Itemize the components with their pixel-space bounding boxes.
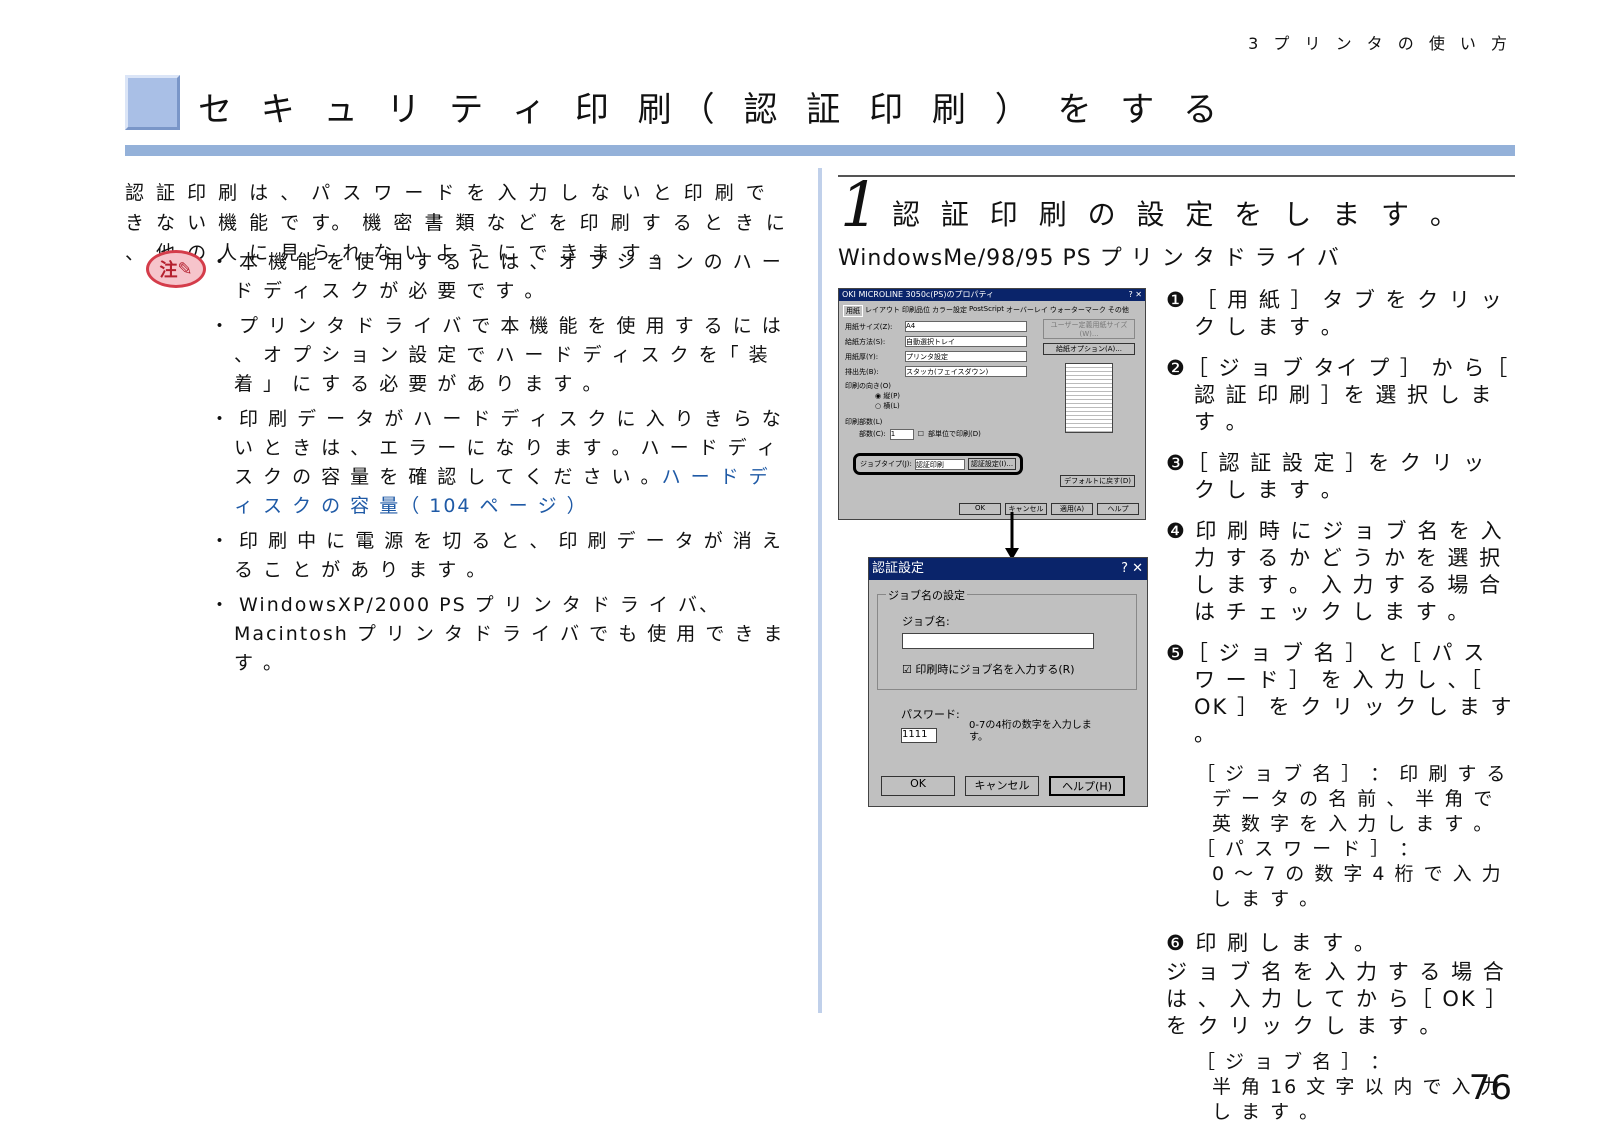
ok-button[interactable]: OK bbox=[959, 503, 1001, 515]
user-size-button[interactable]: ユーザー定義用紙サイズ(W)... bbox=[1043, 319, 1135, 339]
paper-size-select[interactable]: A4 bbox=[905, 321, 1027, 332]
jobtype-select[interactable]: 認証印刷 bbox=[914, 458, 965, 470]
paper-weight-select[interactable]: プリンタ設定 bbox=[905, 351, 1027, 362]
jobname-group: ジョブ名の設定 ジョブ名: ☑ 印刷時にジョブ名を入力する(R) bbox=[877, 587, 1137, 690]
help-button[interactable]: ヘルプ bbox=[1097, 503, 1139, 515]
landscape-radio[interactable]: ○ bbox=[875, 402, 884, 410]
note-item: ・ 本 機 能 を 使 用 す る に は 、 オ プ シ ョ ン の ハ ー … bbox=[210, 251, 783, 302]
note-item: ・ 印 刷 デ ー タ が ハ ー ド デ ィ ス ク に 入 り き ら な … bbox=[210, 408, 783, 517]
step6-body: ジ ョ ブ 名 を 入 力 す る 場 合 は 、 入 力 し て か ら［ O… bbox=[1166, 960, 1509, 1038]
page-title: セ キ ュ リ テ ィ 印 刷（ 認 証 印 刷 ） を す る bbox=[198, 90, 1227, 130]
portrait-radio[interactable]: ◉ bbox=[875, 392, 884, 400]
tab-paper[interactable]: 用紙 bbox=[843, 305, 863, 317]
driver-subhead: WindowsMe/98/95 PS プ リ ン タ ド ラ イ バ bbox=[838, 246, 1340, 271]
note-item: ・ WindowsXP/2000 PS プ リ ン タ ド ラ イ バ、Maci… bbox=[210, 594, 785, 674]
arrow-icon bbox=[1005, 512, 1019, 560]
password-input[interactable]: 1111 bbox=[901, 728, 937, 743]
title-underline bbox=[125, 145, 1515, 156]
auth-ok-button[interactable]: OK bbox=[881, 776, 955, 796]
instruction-step: ❷［ ジ ョ ブ タイ プ ］ か ら［ 認 証 印 刷 ］を 選 択 し ま … bbox=[1166, 356, 1510, 434]
auth-dialog-titlebar: 認証設定? ✕ bbox=[869, 558, 1147, 580]
page-preview bbox=[1065, 363, 1113, 433]
instruction-step: ❶ ［ 用 紙 ］ タ ブ を ク リ ッ ク し ま す 。 bbox=[1166, 288, 1504, 339]
notes-list: ・ 本 機 能 を 使 用 す る に は 、 オ プ シ ョ ン の ハ ー … bbox=[210, 248, 790, 684]
feed-option-button[interactable]: 給紙オプション(A)... bbox=[1043, 343, 1135, 355]
tab-watermark[interactable]: ウォーターマーク bbox=[1049, 306, 1106, 314]
auth-help-button[interactable]: ヘルプ(H) bbox=[1049, 776, 1125, 796]
jobname-input[interactable] bbox=[902, 633, 1094, 649]
instruction-step: ❹ 印 刷 時 に ジ ョ ブ 名 を 入 力 す る か ど う か を 選 … bbox=[1166, 519, 1504, 624]
column-divider bbox=[818, 168, 822, 1013]
step-rule bbox=[838, 175, 1515, 177]
note-item: ・ 印 刷 中 に 電 源 を 切 る と 、 印 刷 デ ー タ が 消 え … bbox=[210, 530, 783, 581]
intro-paragraph: 認 証 印 刷 は 、 パ ス ワ ー ド を 入 力 し な い と 印 刷 … bbox=[125, 182, 788, 264]
step-title: 認 証 印 刷 の 設 定 を し ま す 。 bbox=[892, 198, 1464, 231]
paper-fields: 用紙サイズ(Z):A4 給紙方法(S):自動選択トレイ 用紙厚(Y):プリンタ設… bbox=[845, 319, 1035, 441]
auth-cancel-button[interactable]: キャンセル bbox=[965, 776, 1039, 796]
step-instructions: ❶ ［ 用 紙 ］ タ ブ を ク リ ッ ク し ま す 。 ❷［ ジ ョ ブ… bbox=[1166, 287, 1516, 1125]
jobtype-highlight: ジョブタイプ(J): 認証印刷 認証設定(I)... bbox=[853, 453, 1023, 475]
note-item: ・ プ リ ン タ ド ラ イ バ で 本 機 能 を 使 用 す る に は … bbox=[210, 315, 783, 395]
chapter-label: 3 プ リ ン タ の 使 い 方 bbox=[1248, 34, 1512, 53]
tab-other[interactable]: その他 bbox=[1107, 306, 1129, 314]
tab-color[interactable]: カラー設定 bbox=[932, 306, 967, 314]
tab-strip: 用紙 レイアウト 印刷品位 カラー設定 PostScript オーバーレイ ウォ… bbox=[839, 301, 1145, 317]
cancel-button[interactable]: キャンセル bbox=[1005, 503, 1047, 515]
step5-detail: ［ ジ ョ ブ 名 ］ ： 印 刷 す る デ ー タ の 名 前 、 半 角 … bbox=[1196, 763, 1508, 910]
tab-overlay[interactable]: オーバーレイ bbox=[1005, 306, 1048, 314]
copies-input[interactable]: 1 bbox=[889, 428, 914, 440]
title-marker-square bbox=[125, 75, 180, 130]
auth-dialog: 認証設定? ✕ ジョブ名の設定 ジョブ名: ☑ 印刷時にジョブ名を入力する(R)… bbox=[868, 557, 1148, 807]
collate-checkbox[interactable]: ☐ bbox=[917, 430, 924, 438]
apply-button[interactable]: 適用(A) bbox=[1051, 503, 1093, 515]
jobname-checkbox[interactable]: ☑ bbox=[902, 663, 912, 676]
page-number: 76 bbox=[1468, 1068, 1512, 1108]
instruction-step: ❸［ 認 証 設 定 ］を ク リ ッ ク し ま す 。 bbox=[1166, 451, 1487, 502]
properties-dialog: OKI MICROLINE 3050c(PS)のプロパティ? ✕ 用紙 レイアウ… bbox=[838, 288, 1146, 520]
instruction-step: ❻ 印 刷 し ま す 。 bbox=[1166, 931, 1377, 955]
tab-quality[interactable]: 印刷品位 bbox=[902, 306, 930, 314]
capacity-link[interactable]: ハ ー ド デ ィ ス ク の 容 量 bbox=[234, 466, 770, 517]
output-select[interactable]: スタッカ(フェイスダウン) bbox=[905, 366, 1027, 377]
step6-detail: ［ ジ ョ ブ 名 ］ ： 半 角 16 文 字 以 内 で 入 力 し ま す… bbox=[1196, 1051, 1502, 1123]
step-number: 1 bbox=[840, 168, 880, 241]
paper-source-select[interactable]: 自動選択トレイ bbox=[905, 336, 1027, 347]
dialog-titlebar: OKI MICROLINE 3050c(PS)のプロパティ? ✕ bbox=[839, 289, 1145, 301]
tab-postscript[interactable]: PostScript bbox=[969, 305, 1004, 313]
tab-layout[interactable]: レイアウト bbox=[865, 306, 900, 314]
instruction-step: ❺［ ジ ョ ブ 名 ］ と［ パ ス ワ ー ド ］ を 入 力 し 、［ O… bbox=[1166, 641, 1514, 746]
auth-settings-button[interactable]: 認証設定(I)... bbox=[967, 458, 1017, 470]
note-icon: 注✎ bbox=[146, 250, 206, 288]
default-button[interactable]: デフォルトに戻す(D) bbox=[1060, 475, 1135, 487]
